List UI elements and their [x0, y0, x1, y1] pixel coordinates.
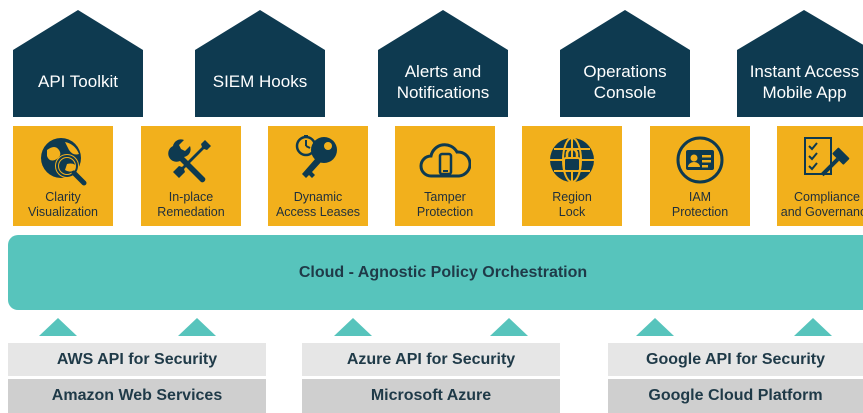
feature-label: Clarity Visualization — [28, 190, 98, 219]
feature-iam-protection: IAM Protection — [650, 126, 750, 226]
house-label: Operations Console — [583, 61, 667, 102]
checklist-gavel-icon — [804, 137, 850, 177]
key-timer-icon — [295, 135, 337, 178]
up-arrow-icon — [178, 318, 216, 336]
up-arrow-icon — [794, 318, 832, 336]
google-platform-label: Google Cloud Platform — [648, 387, 823, 404]
feature-tamper-protection: Tamper Protection — [395, 126, 495, 226]
house-label: SIEM Hooks — [212, 72, 308, 91]
google-api-box: Google API for Security — [608, 343, 863, 376]
house-label: API Toolkit — [37, 72, 118, 91]
feature-label: Compliance and Governance — [780, 190, 863, 219]
globe-lock-icon — [550, 137, 594, 183]
house-shape — [13, 10, 143, 117]
house-label: Instant Access Mobile App — [749, 61, 860, 102]
feature-region-lock: Region Lock — [522, 126, 622, 226]
aws-platform-box: Amazon Web Services — [8, 379, 266, 413]
feature-label: IAM Protection — [671, 190, 729, 219]
house-shape — [195, 10, 325, 117]
house-siem-hooks: SIEM Hooks — [195, 10, 325, 117]
up-arrow-icon — [490, 318, 528, 336]
feature-compliance-governance: Compliance and Governance — [777, 126, 863, 226]
feature-label: Tamper Protection — [416, 190, 474, 219]
house-api-toolkit: API Toolkit — [13, 10, 143, 117]
house-label: Alerts and Notifications — [396, 61, 490, 102]
feature-label: Region Lock — [552, 190, 592, 219]
id-card-icon — [676, 136, 724, 184]
google-api-label: Google API for Security — [646, 350, 825, 368]
orchestration-label: Cloud - Agnostic Policy Orchestration — [298, 263, 588, 281]
google-platform-box: Google Cloud Platform — [608, 379, 863, 413]
house-instant-access-mobile-app: Instant Access Mobile App — [737, 10, 863, 117]
house-shape — [560, 10, 690, 117]
azure-api-box: Azure API for Security — [302, 343, 560, 376]
aws-api-box: AWS API for Security — [8, 343, 266, 376]
aws-platform-label: Amazon Web Services — [51, 387, 223, 404]
feature-clarity-visualization: Clarity Visualization — [13, 126, 113, 226]
tools-icon — [168, 139, 211, 183]
house-alerts-notifications: Alerts and Notifications — [378, 10, 508, 117]
azure-platform-label: Microsoft Azure — [370, 387, 492, 404]
feature-label: Dynamic Access Leases — [275, 190, 361, 219]
cloud-device-icon — [419, 143, 471, 178]
policy-orchestration-bar: Cloud - Agnostic Policy Orchestration — [8, 235, 863, 310]
house-shape — [378, 10, 508, 117]
up-arrow-icon — [636, 318, 674, 336]
feature-dynamic-access-leases: Dynamic Access Leases — [268, 126, 368, 226]
globe-magnifier-icon — [41, 138, 87, 186]
feature-in-place-remediation: In-place Remedation — [141, 126, 241, 226]
house-shape — [737, 10, 863, 117]
azure-api-label: Azure API for Security — [346, 350, 516, 368]
up-arrow-icon — [39, 318, 77, 336]
house-operations-console: Operations Console — [560, 10, 690, 117]
azure-platform-box: Microsoft Azure — [302, 379, 560, 413]
up-arrow-icon — [334, 318, 372, 336]
feature-label: In-place Remedation — [157, 190, 225, 219]
aws-api-label: AWS API for Security — [56, 350, 218, 368]
